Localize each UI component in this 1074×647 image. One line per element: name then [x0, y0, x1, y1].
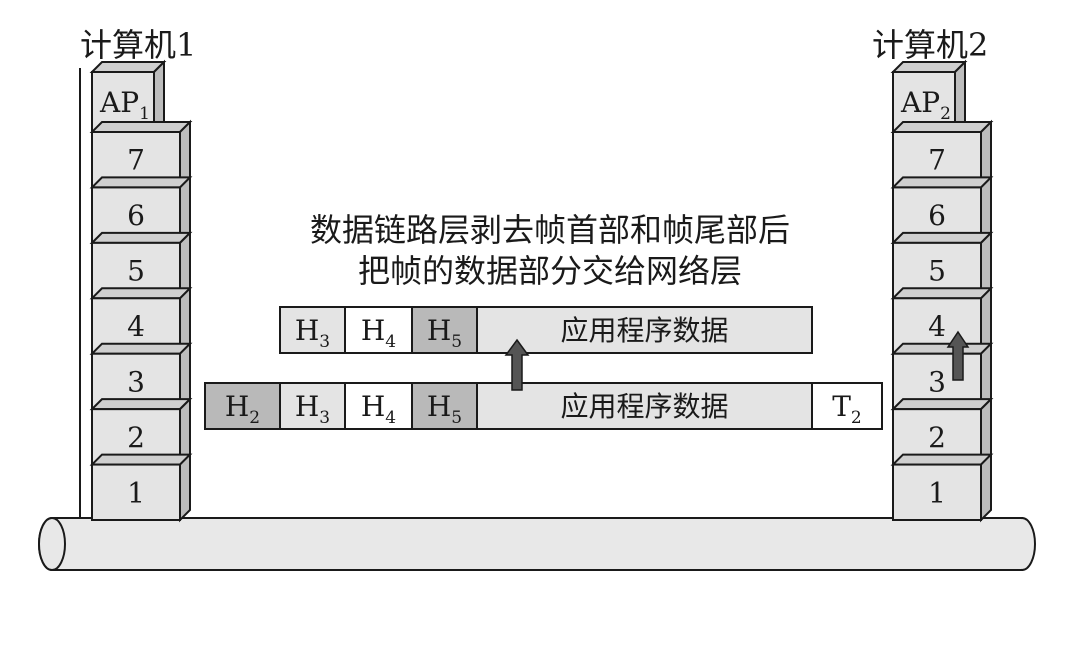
- layer-5-label: 5: [928, 255, 946, 288]
- frame-data-link-layer: H2 H3 H4 H5 应用程序数据 T2: [204, 382, 883, 430]
- upper-cell-0: H3: [279, 306, 346, 354]
- layer-2-label: 2: [127, 421, 145, 454]
- layer-7-label: 7: [127, 144, 145, 177]
- layer-5-label: 5: [127, 255, 145, 288]
- frame-network-layer: H3 H4 H5 应用程序数据: [279, 306, 813, 354]
- lower-payload-label: 应用程序数据: [560, 390, 728, 423]
- layer-3-label: 3: [127, 365, 145, 398]
- computer-1-label: 计算机1: [80, 26, 197, 64]
- layer-1-label: 1: [127, 476, 145, 509]
- lower-cell-2: H4: [344, 382, 413, 430]
- upper-header-label: H3: [295, 314, 330, 352]
- lower-cell-4: 应用程序数据: [476, 382, 813, 430]
- layer-2-label: 2: [928, 421, 946, 454]
- annotation-line-2: 把帧的数据部分交给网络层: [357, 252, 742, 290]
- upper-cell-1: H4: [344, 306, 413, 354]
- layer-6-label: 6: [127, 199, 145, 232]
- lower-cell-5: T2: [811, 382, 883, 430]
- upper-cell-3: 应用程序数据: [476, 306, 813, 354]
- layer-1-box: 1: [89, 452, 193, 523]
- layer-7-label: 7: [928, 144, 946, 177]
- lower-header-label: H2: [225, 390, 260, 428]
- annotation-line-1: 数据链路层剥去帧首部和帧尾部后: [309, 211, 790, 249]
- lower-cell-0: H2: [204, 382, 281, 430]
- lower-header-label: H5: [427, 390, 462, 428]
- layer-4-label: 4: [127, 310, 145, 343]
- computer-2-label: 计算机2: [872, 26, 989, 64]
- up-arrow-icon: [504, 338, 530, 391]
- upper-payload-label: 应用程序数据: [560, 314, 728, 347]
- upper-cell-2: H5: [411, 306, 478, 354]
- ap-1-label: AP1: [99, 86, 150, 124]
- lower-header-label: T2: [832, 390, 862, 428]
- upper-header-label: H4: [361, 314, 396, 352]
- computer-1-stack: AP1 7 6 5 4 3 2 1: [89, 59, 193, 523]
- layer-6-label: 6: [928, 199, 946, 232]
- layer-3-label: 3: [928, 365, 946, 398]
- layer-4-label: 4: [928, 310, 946, 343]
- computer-2-stack: AP2 7 6 5 4 3 2 1: [890, 59, 994, 523]
- lower-header-label: H4: [361, 390, 396, 428]
- upper-header-label: H5: [427, 314, 462, 352]
- layer-up-arrow-icon: [946, 330, 970, 381]
- lower-header-label: H3: [295, 390, 330, 428]
- lower-cell-3: H5: [411, 382, 478, 430]
- network-cable: [38, 517, 1036, 571]
- layer-1-box: 1: [890, 452, 994, 523]
- ap-2-label: AP2: [900, 86, 951, 124]
- lower-cell-1: H3: [279, 382, 346, 430]
- layer-1-label: 1: [928, 476, 946, 509]
